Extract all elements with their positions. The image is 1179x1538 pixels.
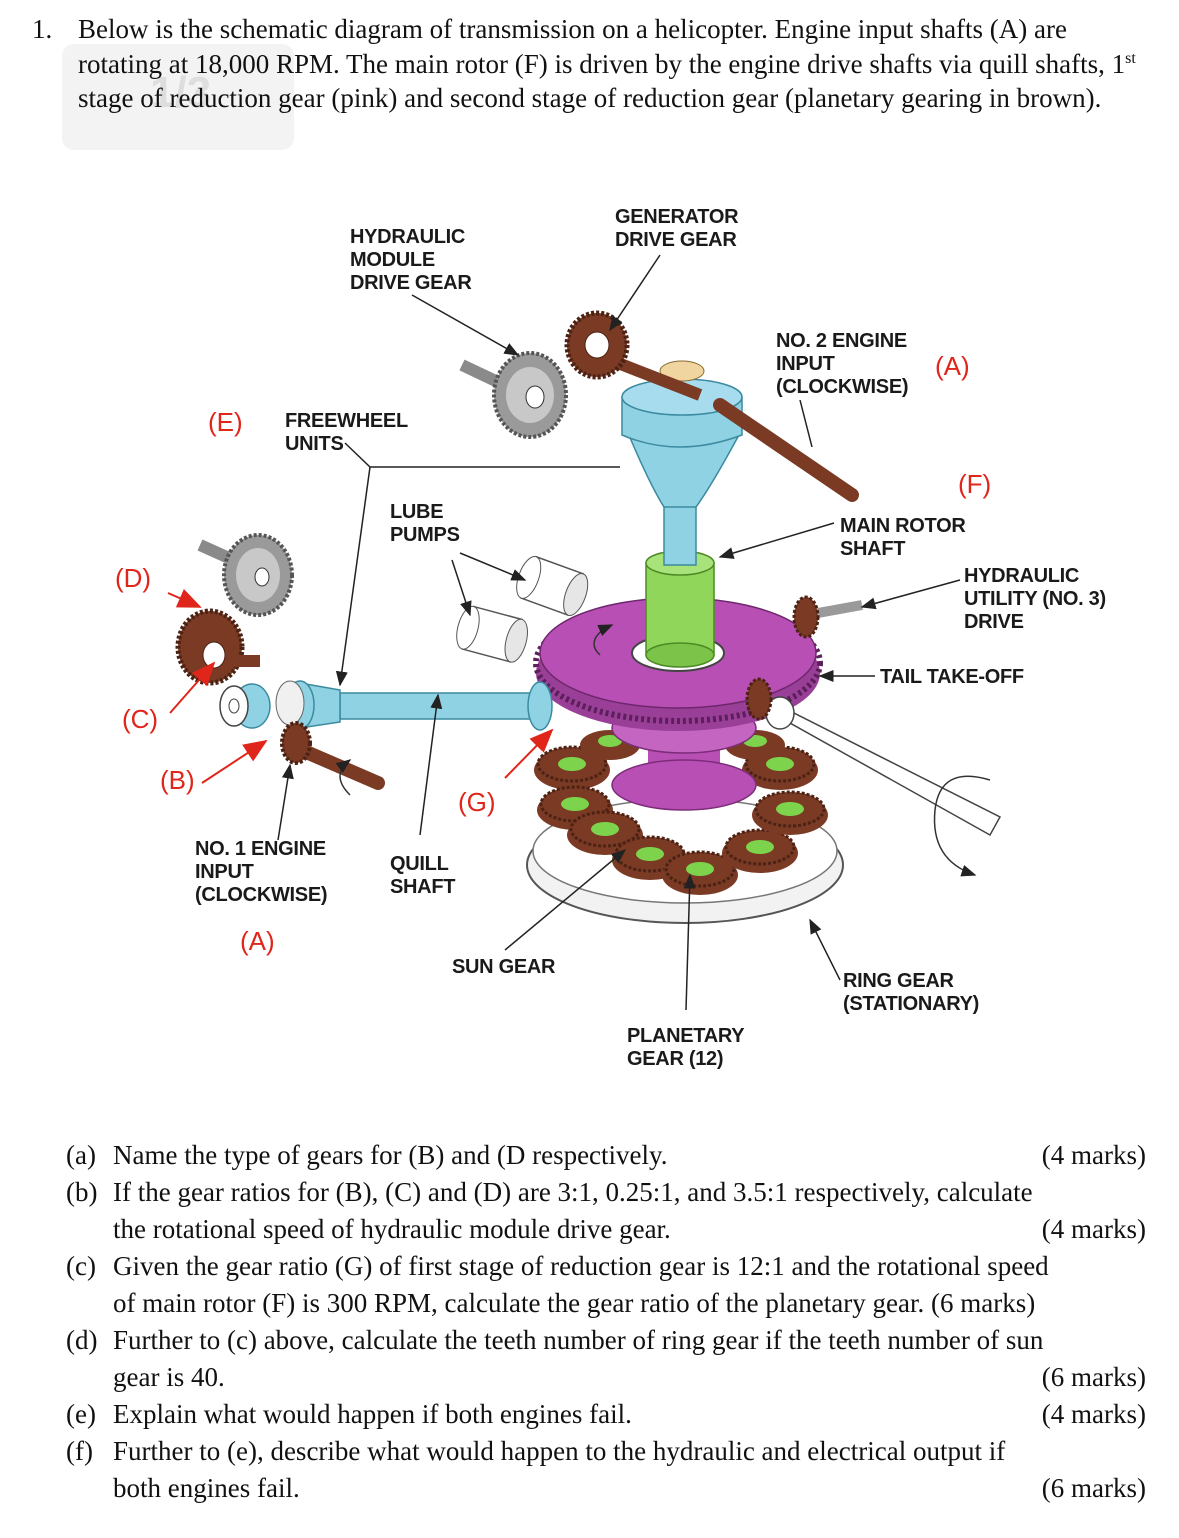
lube-pumps [456,555,589,663]
quill-shaft-blue [275,680,553,731]
marker-f: (F) [958,469,991,499]
tail-takeoff-shaft [745,677,1002,877]
marker-d: (D) [115,563,151,593]
marker-a-top: (A) [935,351,970,381]
generator-drive-gear [564,310,630,380]
question-intro-text: Below is the schematic diagram of transm… [78,14,1136,113]
planetary-gears [534,730,828,895]
hydraulic-module-drive-gear [459,351,568,439]
watermark-text: 1/3 [150,68,212,117]
red-marker-arrows [167,589,554,784]
gear-d-assembly [175,533,294,686]
no2-engine-input-shaft [615,357,859,502]
hydraulic-utility-gear [792,595,863,639]
part-d: (d) Further to (c) above, calculate the … [66,1325,1146,1392]
red-markers: (A) (F) (E) (D) (C) (B) (G) (A) [115,351,991,956]
question-number: 1. [32,14,53,44]
marker-g: (G) [458,787,496,817]
marker-a-bottom: (A) [240,926,275,956]
callout-lines [277,254,961,1011]
question-parts: (a) (4 marks)Name the type of gears for … [66,1137,1146,1507]
part-a: (a) (4 marks)Name the type of gears for … [66,1140,1146,1170]
no1-engine-input-shaft [280,721,385,796]
part-f: (f) Further to (e), describe what would … [66,1436,1146,1503]
part-b: (b) If the gear ratios for (B), (C) and … [66,1177,1146,1244]
marker-e: (E) [208,407,243,437]
label-ring-gear: RING GEAR(STATIONARY) [843,970,979,1015]
freewheel-gear-c [219,683,271,729]
main-rotor-shaft-green [645,550,715,668]
part-e: (e) (4 marks)Explain what would happen i… [66,1399,1146,1429]
label-sun-gear: SUN GEAR [452,956,556,978]
main-rotor-upper-housing [621,360,743,566]
page-watermark: 1/3 [62,44,294,150]
marker-c: (C) [122,704,158,734]
marker-b: (B) [160,765,195,795]
label-tail-takeoff: TAIL TAKE-OFF [880,666,1024,688]
part-c: (c) Given the gear ratio (G) of first st… [66,1251,1049,1318]
question-intro: 1. Below is the schematic diagram of tra… [32,12,1152,116]
